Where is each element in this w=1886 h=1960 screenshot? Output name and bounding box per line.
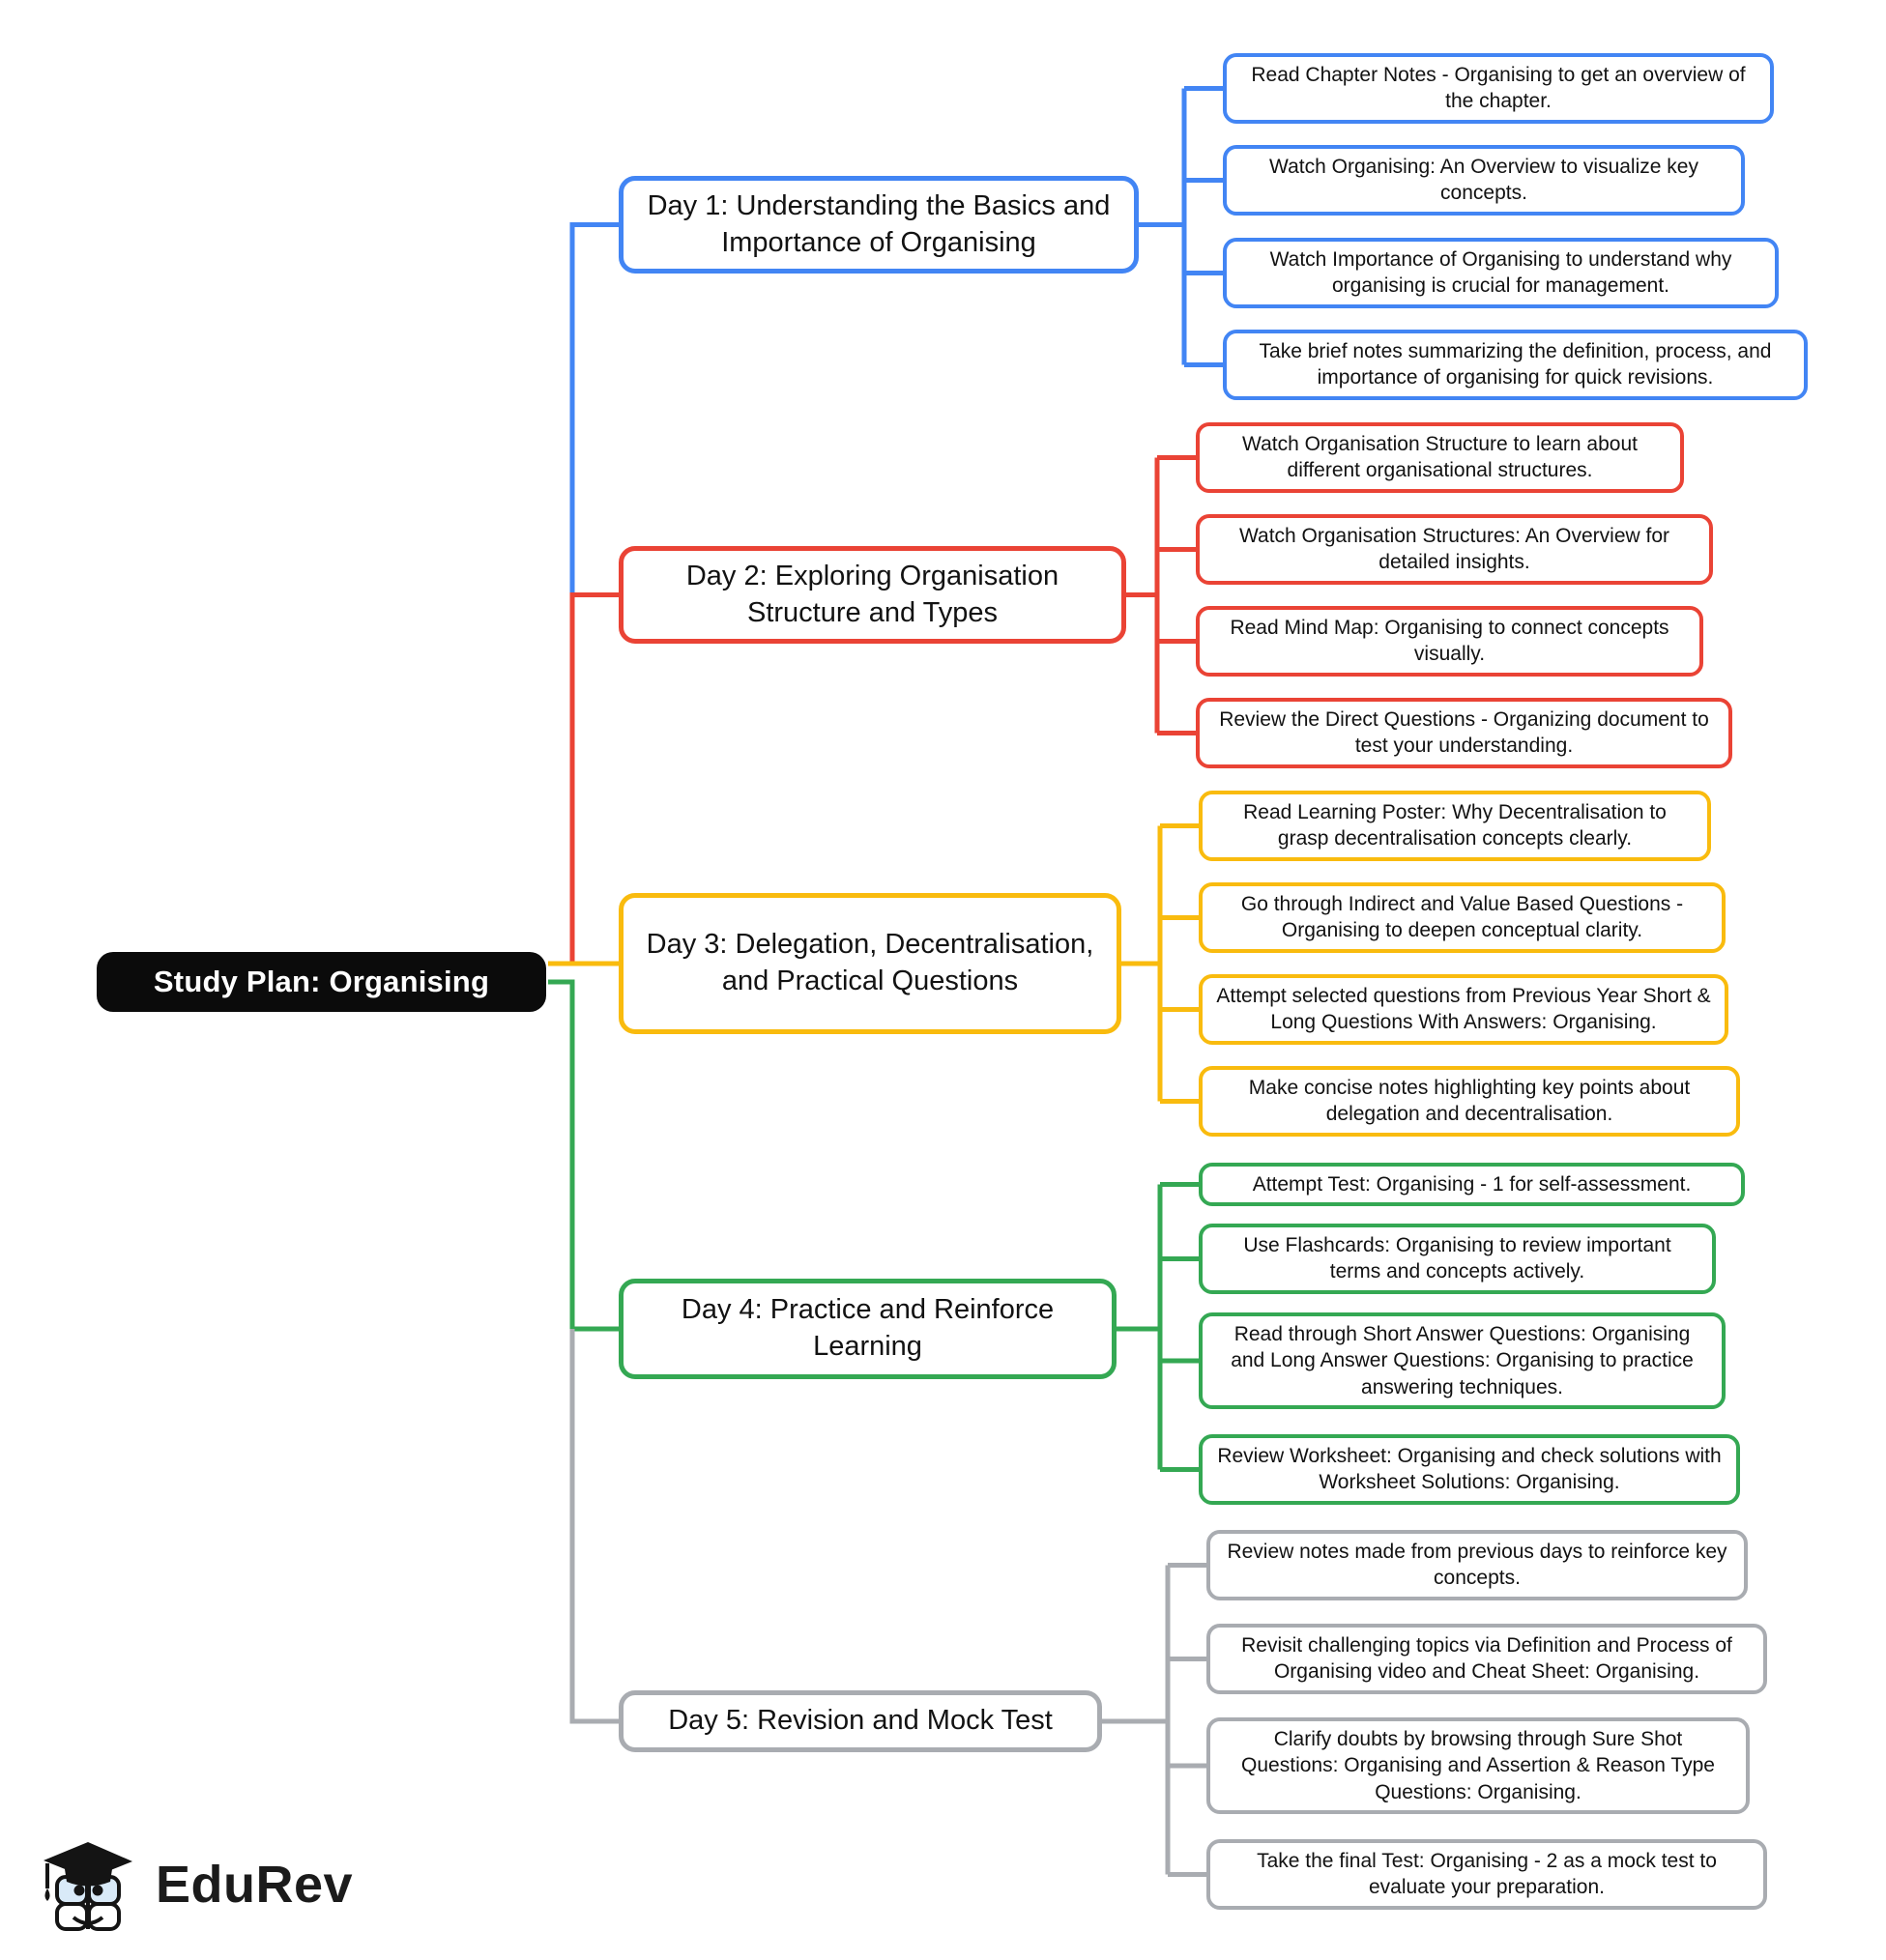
day-2-node: Day 2: Exploring Organisation Structure … xyxy=(619,546,1126,645)
task-label: Read Mind Map: Organising to connect con… xyxy=(1230,617,1669,666)
day-3-node: Day 3: Delegation, Decentralisation, and… xyxy=(619,893,1121,1034)
task-node: Read Learning Poster: Why Decentralisati… xyxy=(1199,791,1711,861)
root-label: Study Plan: Organising xyxy=(153,965,490,998)
task-node: Make concise notes highlighting key poin… xyxy=(1199,1066,1740,1137)
task-label: Watch Importance of Organising to unders… xyxy=(1269,248,1732,298)
task-node: Go through Indirect and Value Based Ques… xyxy=(1199,882,1726,953)
edurev-logo-text: EduRev xyxy=(156,1856,354,1914)
task-label: Take the final Test: Organising - 2 as a… xyxy=(1257,1850,1717,1899)
task-label: Attempt Test: Organising - 1 for self-as… xyxy=(1252,1173,1692,1196)
task-label: Review the Direct Questions - Organizing… xyxy=(1219,708,1709,758)
task-node: Review Worksheet: Organising and check s… xyxy=(1199,1434,1740,1505)
task-node: Review notes made from previous days to … xyxy=(1206,1530,1748,1600)
task-node: Attempt Test: Organising - 1 for self-as… xyxy=(1199,1163,1745,1207)
task-node: Take the final Test: Organising - 2 as a… xyxy=(1206,1839,1767,1910)
task-label: Review notes made from previous days to … xyxy=(1227,1541,1727,1590)
task-node: Watch Organisation Structure to learn ab… xyxy=(1196,422,1684,493)
task-label: Watch Organisation Structure to learn ab… xyxy=(1242,433,1638,482)
graduation-cap-mascot-icon xyxy=(44,1842,132,1931)
task-node: Take brief notes summarizing the definit… xyxy=(1223,330,1808,400)
task-node: Revisit challenging topics via Definitio… xyxy=(1206,1624,1767,1694)
task-node: Clarify doubts by browsing through Sure … xyxy=(1206,1717,1750,1814)
day-2-label: Day 2: Exploring Organisation Structure … xyxy=(685,561,1059,628)
task-node: Read through Short Answer Questions: Org… xyxy=(1199,1312,1726,1409)
task-label: Read Learning Poster: Why Decentralisati… xyxy=(1243,801,1667,850)
task-label: Make concise notes highlighting key poin… xyxy=(1248,1077,1691,1126)
task-label: Clarify doubts by browsing through Sure … xyxy=(1241,1728,1715,1803)
task-node: Review the Direct Questions - Organizing… xyxy=(1196,698,1732,768)
task-label: Watch Organisation Structures: An Overvi… xyxy=(1238,525,1670,574)
day-5-label: Day 5: Revision and Mock Test xyxy=(668,1705,1053,1736)
task-node: Use Flashcards: Organising to review imp… xyxy=(1199,1224,1716,1294)
day-1-node: Day 1: Understanding the Basics and Impo… xyxy=(619,176,1139,274)
root-node: Study Plan: Organising xyxy=(97,952,546,1012)
day-4-label: Day 4: Practice and Reinforce Learning xyxy=(681,1294,1055,1362)
task-node: Attempt selected questions from Previous… xyxy=(1199,974,1728,1045)
task-label: Use Flashcards: Organising to review imp… xyxy=(1243,1234,1671,1283)
task-node: Watch Organisation Structures: An Overvi… xyxy=(1196,514,1713,585)
task-node: Read Chapter Notes - Organising to get a… xyxy=(1223,53,1774,124)
task-label: Take brief notes summarizing the definit… xyxy=(1259,340,1772,389)
task-label: Review Worksheet: Organising and check s… xyxy=(1217,1445,1722,1494)
task-label: Watch Organising: An Overview to visuali… xyxy=(1269,156,1698,205)
day-3-label: Day 3: Delegation, Decentralisation, and… xyxy=(646,929,1094,996)
task-label: Read through Short Answer Questions: Org… xyxy=(1231,1323,1694,1398)
edurev-logo: EduRev xyxy=(34,1834,353,1935)
task-node: Watch Organising: An Overview to visuali… xyxy=(1223,145,1745,216)
day-5-node: Day 5: Revision and Mock Test xyxy=(619,1690,1102,1752)
task-label: Revisit challenging topics via Definitio… xyxy=(1241,1634,1732,1684)
task-label: Attempt selected questions from Previous… xyxy=(1216,985,1711,1034)
task-label: Read Chapter Notes - Organising to get a… xyxy=(1251,64,1746,113)
day-1-label: Day 1: Understanding the Basics and Impo… xyxy=(647,190,1111,258)
task-label: Go through Indirect and Value Based Ques… xyxy=(1240,893,1684,942)
task-node: Watch Importance of Organising to unders… xyxy=(1223,238,1779,308)
task-node: Read Mind Map: Organising to connect con… xyxy=(1196,606,1703,677)
day-4-node: Day 4: Practice and Reinforce Learning xyxy=(619,1279,1117,1379)
